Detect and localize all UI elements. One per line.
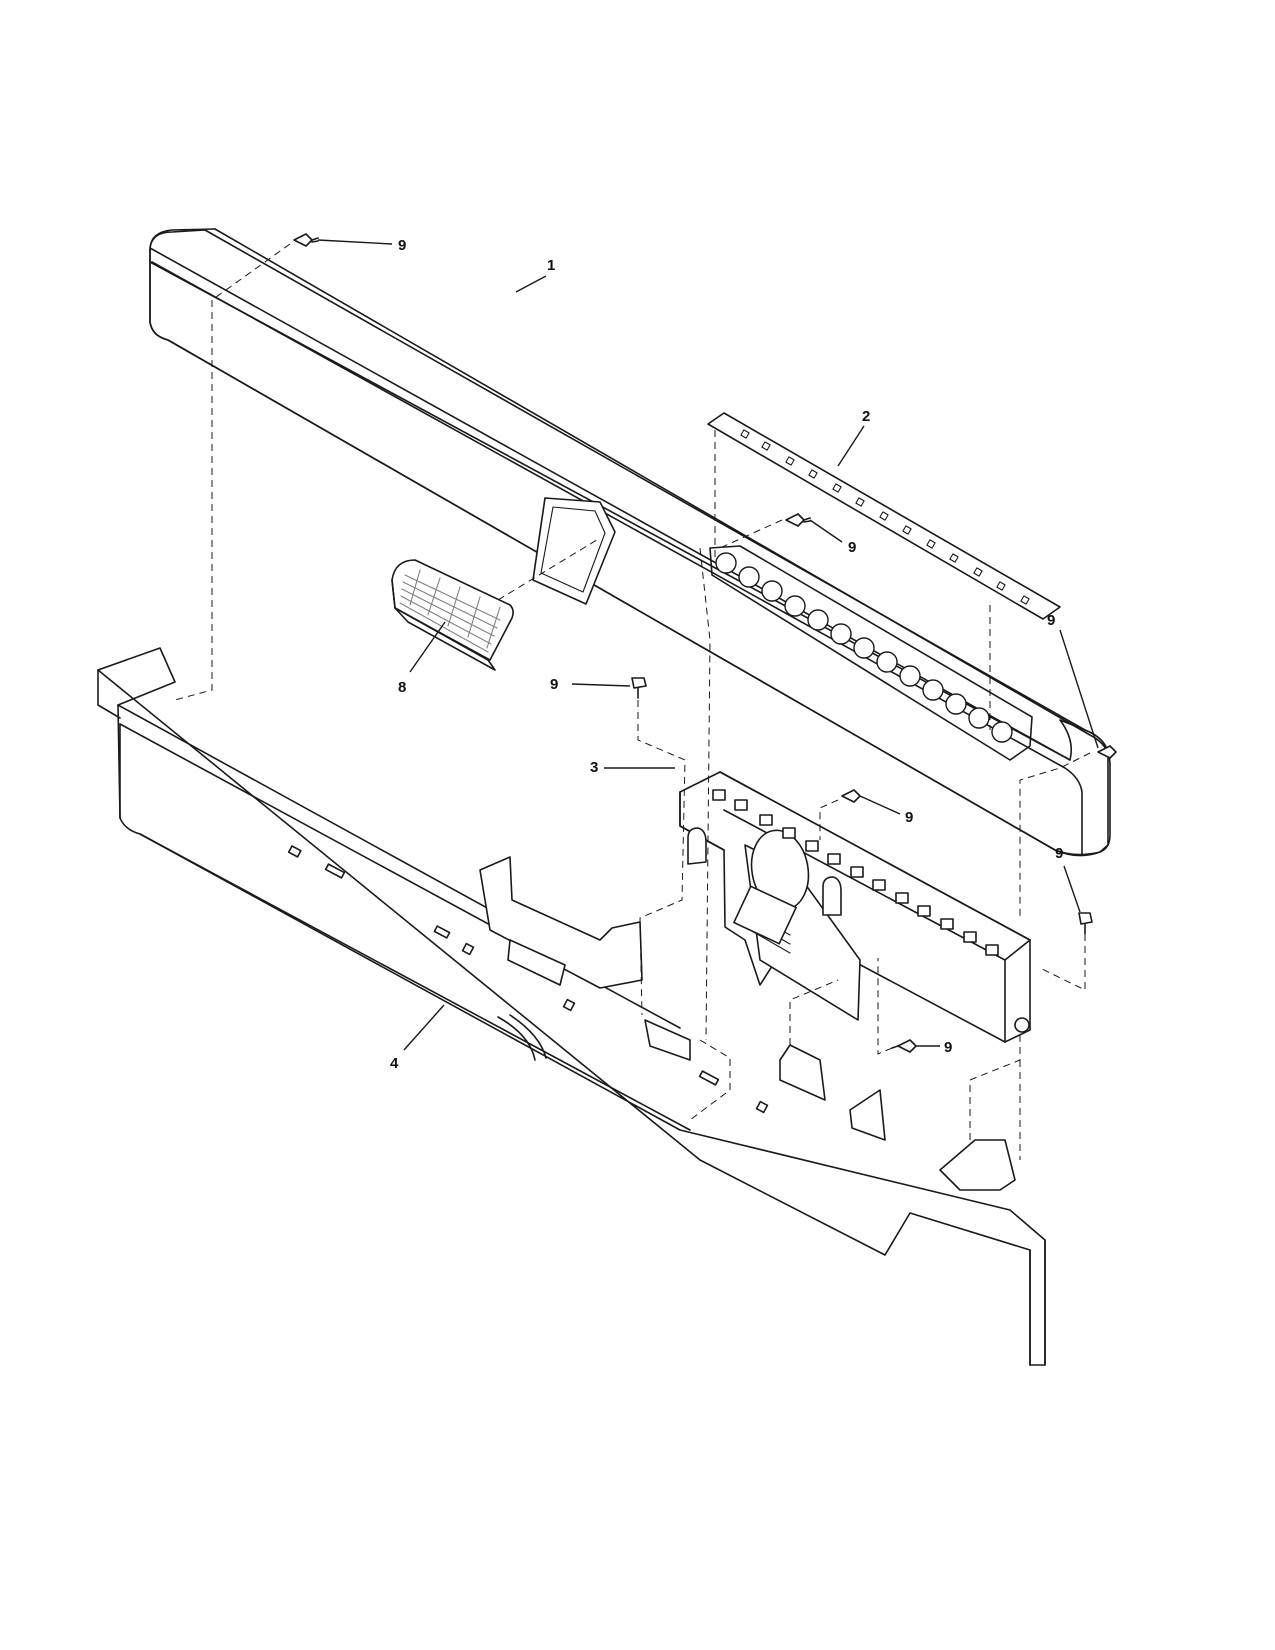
- screw-icon: [785, 513, 811, 527]
- keypad-buttons: [715, 552, 1013, 743]
- screw-icon: [1097, 745, 1117, 759]
- screw-icon: [1078, 912, 1093, 935]
- callout-overlay: 2: [862, 408, 870, 425]
- assembly-dashed-lines: [174, 243, 1091, 1160]
- lower-console-frame-part-4: [97, 647, 1046, 1366]
- control-panel-part-1: [149, 228, 1111, 857]
- callout-labels: 9 1 2 9 9 9 8 3 9 9 9 4: [390, 237, 1063, 1072]
- callout-control-board: 3: [590, 759, 598, 776]
- callout-lens: 8: [398, 679, 406, 696]
- callout-screw: 9: [905, 809, 913, 826]
- callout-screw: 9: [550, 676, 558, 693]
- callout-console: 4: [390, 1055, 399, 1072]
- screw-icon: [631, 677, 647, 699]
- callout-screw: 9: [944, 1039, 952, 1056]
- overlay-strip-part-2: [707, 412, 1061, 620]
- screw-icon: [891, 1039, 917, 1053]
- callout-screw: 9: [1047, 612, 1055, 629]
- callout-screw: 9: [1055, 845, 1063, 862]
- screw-icon: [841, 789, 861, 803]
- callout-screw: 9: [398, 237, 406, 254]
- leader-lines: [317, 239, 1099, 1051]
- screw-icon: [293, 233, 319, 247]
- speaker-lens-part-8: [391, 559, 514, 671]
- callout-screw: 9: [848, 539, 856, 556]
- control-board-part-3: [679, 771, 1031, 1043]
- callout-control-panel: 1: [547, 257, 555, 274]
